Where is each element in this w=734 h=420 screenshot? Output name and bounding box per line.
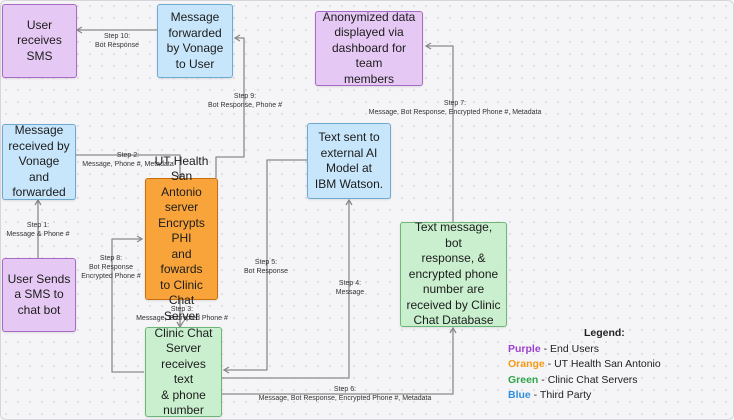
step-label-10-text: Step 10: Bot Response	[95, 33, 139, 49]
node-ut-health-server-label: UT Health San Antonio server Encrypts PH…	[154, 153, 209, 323]
node-clinic-chat-server-label: Clinic Chat Server receives text & phone…	[154, 325, 213, 418]
step-label-7: Step 7: Message, Bot Response, Encrypted…	[369, 99, 542, 117]
step-label-8-text: Step 8: Bot Response Encrypted Phone #	[81, 255, 141, 280]
node-user-receives-sms: User receives SMS	[2, 4, 77, 78]
legend-item-key: Orange	[508, 358, 545, 370]
step-label-2: Step 2: Message, Phone #, Metadata	[82, 151, 173, 169]
step-label-1: Step 1: Message & Phone #	[6, 221, 69, 239]
legend-item-green: Green - Clinic Chat Servers	[508, 373, 661, 389]
legend-item-key: Purple	[508, 342, 541, 355]
node-clinic-chat-database: Text message, bot response, & encrypted …	[400, 220, 507, 328]
step-label-6: Step 6: Message, Bot Response, Encrypted…	[259, 385, 432, 403]
node-message-forwarded-by-vonage-label: Message forwarded by Vonage to User	[166, 10, 224, 71]
connector-step7	[424, 42, 454, 222]
node-ut-health-server: UT Health San Antonio server Encrypts PH…	[145, 154, 218, 323]
node-clinic-chat-database-label: Text message, bot response, & encrypted …	[406, 220, 501, 328]
legend-item-desc: - Third Party	[530, 389, 592, 401]
step-label-3-text: Step 3: Message, Encrypted Phone #	[136, 306, 228, 322]
node-user-sends-sms-label: User Sends a SMS to chat bot	[7, 271, 71, 317]
step-label-4: Step 4: Message	[336, 279, 364, 297]
connector-step9	[215, 34, 245, 178]
step-label-10: Step 10: Bot Response	[95, 32, 139, 50]
step-label-9: Step 9: Bot Response, Phone #	[208, 92, 282, 110]
connector-step2	[76, 154, 184, 180]
step-label-6-text: Step 6: Message, Bot Response, Encrypted…	[258, 386, 432, 402]
node-anonymized-data-label: Anonymized data displayed via dashboard …	[322, 9, 416, 86]
connector-step6	[222, 326, 457, 395]
legend-item-key: Green	[508, 373, 539, 386]
node-user-receives-sms-label: User receives SMS	[17, 17, 62, 63]
node-message-received-by-vonage-label: Message received by Vonage and forwarded	[8, 123, 70, 200]
legend-item-blue: Blue - Third Party	[508, 388, 661, 404]
node-clinic-chat-server: Clinic Chat Server receives text & phone…	[145, 325, 222, 418]
legend-title: Legend:	[583, 327, 625, 339]
node-message-forwarded-by-vonage: Message forwarded by Vonage to User	[157, 4, 233, 78]
step-label-1-text: Step 1: Message & Phone #	[6, 222, 70, 238]
node-user-sends-sms: User Sends a SMS to chat bot	[2, 258, 76, 332]
node-text-sent-to-ai: Text sent to external AI Model at IBM Wa…	[307, 123, 391, 199]
step-label-8: Step 8: Bot Response Encrypted Phone #	[81, 254, 141, 281]
legend-item-desc: - UT Health San Antonio	[544, 358, 661, 370]
step-label-3: Step 3: Message, Encrypted Phone #	[136, 305, 228, 323]
step-label-5: Step 5: Bot Response	[244, 258, 288, 276]
step-label-2-text: Step 2: Message, Phone #, Metadata	[82, 152, 174, 168]
step-label-9-text: Step 9: Bot Response, Phone #	[208, 93, 282, 109]
node-message-received-by-vonage: Message received by Vonage and forwarded	[2, 123, 76, 200]
step-label-5-text: Step 5: Bot Response	[244, 259, 288, 275]
legend-item-desc: - Clinic Chat Servers	[538, 373, 638, 386]
connector-step5	[222, 159, 307, 374]
node-text-sent-to-ai-label: Text sent to external AI Model at IBM Wa…	[314, 130, 384, 191]
legend-item-purple: Purple - End Users	[508, 342, 661, 358]
legend-item-key: Blue	[508, 389, 531, 401]
step-label-4-text: Step 4: Message	[335, 280, 365, 296]
legend-item-orange: Orange - UT Health San Antonio	[508, 357, 661, 373]
connector-step4	[222, 198, 353, 379]
node-anonymized-data: Anonymized data displayed via dashboard …	[315, 9, 423, 86]
connector-step8	[111, 235, 144, 373]
step-label-7-text: Step 7: Message, Bot Response, Encrypted…	[368, 100, 542, 116]
legend-item-desc: - End Users	[540, 342, 600, 355]
